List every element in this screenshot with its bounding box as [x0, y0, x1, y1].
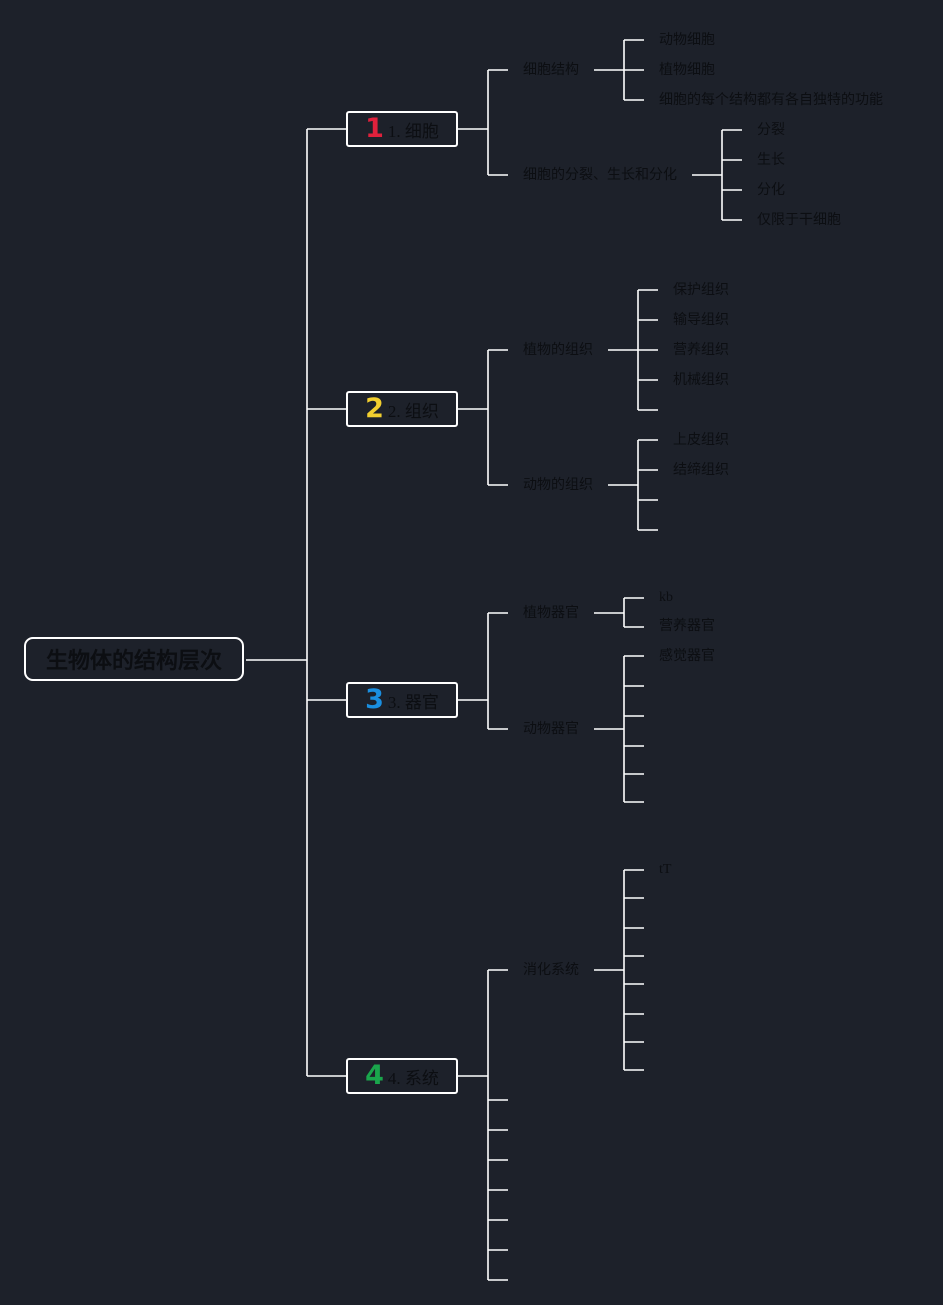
topic-label: 3. 器官 [387, 692, 439, 712]
leaf-node[interactable]: 细胞的每个结构都有各自独特的功能 [659, 92, 883, 108]
subtopic-plant-organ[interactable]: 植物器官 [523, 605, 579, 621]
subtopic-animal-tissue[interactable]: 动物的组织 [523, 477, 593, 493]
leaf-node[interactable]: 结缔组织 [673, 462, 729, 478]
leaf-node[interactable]: 植物细胞 [659, 62, 715, 78]
topic-number-badge: 2 [365, 393, 384, 424]
leaf-node[interactable]: 仅限于干细胞 [757, 212, 841, 228]
root-node[interactable]: 生物体的结构层次 [24, 637, 244, 681]
leaf-node[interactable]: 动物细胞 [659, 32, 715, 48]
topic-node-system[interactable]: 4 4. 系统 [346, 1058, 458, 1094]
leaf-node[interactable]: 营养器官 [659, 618, 715, 634]
topic-number-badge: 1 [365, 113, 384, 144]
subtopic-digestive-system[interactable]: 消化系统 [523, 962, 579, 978]
leaf-node[interactable]: 营养组织 [673, 342, 729, 358]
subtopic-animal-organ[interactable]: 动物器官 [523, 721, 579, 737]
leaf-node[interactable]: 机械组织 [673, 372, 729, 388]
topic-number-badge: 4 [365, 1060, 384, 1091]
root-label: 生物体的结构层次 [45, 649, 222, 674]
topic-label: 1. 细胞 [387, 121, 439, 141]
leaf-node[interactable]: 分裂 [757, 122, 785, 138]
leaf-node[interactable]: tT [659, 862, 672, 877]
leaf-node[interactable]: 感觉器官 [659, 648, 715, 664]
topic-number-badge: 3 [365, 684, 384, 715]
leaf-node[interactable]: kb [659, 590, 673, 605]
topic-node-cell[interactable]: 1 1. 细胞 [346, 111, 458, 147]
topic-label: 2. 组织 [387, 401, 439, 421]
subtopic-plant-tissue[interactable]: 植物的组织 [523, 342, 593, 358]
leaf-node[interactable]: 上皮组织 [673, 432, 729, 448]
topic-node-tissue[interactable]: 2 2. 组织 [346, 391, 458, 427]
subtopic-cell-structure[interactable]: 细胞结构 [523, 62, 579, 78]
leaf-node[interactable]: 保护组织 [673, 282, 729, 298]
leaf-node[interactable]: 分化 [757, 182, 785, 198]
topic-label: 4. 系统 [387, 1068, 439, 1088]
topic-node-organ[interactable]: 3 3. 器官 [346, 682, 458, 718]
subtopic-cell-division[interactable]: 细胞的分裂、生长和分化 [523, 167, 677, 183]
leaf-node[interactable]: 输导组织 [673, 312, 729, 328]
leaf-node[interactable]: 生长 [757, 152, 785, 168]
